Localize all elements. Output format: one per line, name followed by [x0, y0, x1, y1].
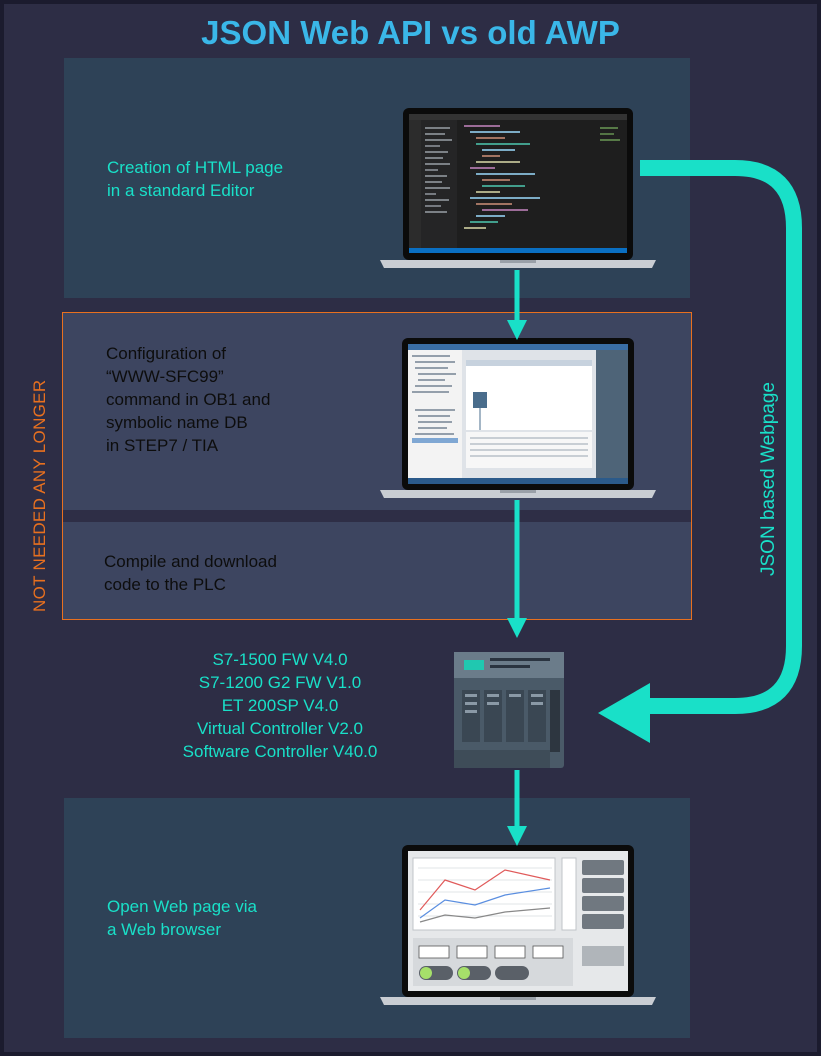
step-line: command in OB1 and	[106, 390, 271, 409]
laptop-web-dashboard-icon	[380, 845, 656, 1005]
controller-item: Virtual Controller V2.0	[197, 719, 363, 738]
step-line: Compile and download	[104, 552, 277, 571]
json-webpage-arrow	[598, 160, 802, 743]
step-line: “WWW-SFC99”	[106, 367, 224, 386]
laptop-tia-portal-icon	[380, 338, 656, 498]
not-needed-box	[62, 312, 692, 620]
step-line: in STEP7 / TIA	[106, 436, 219, 455]
step-line: Open Web page via	[107, 897, 257, 916]
step-compile-text: Compile and download code to the PLC	[104, 550, 277, 596]
step-open-web-text: Open Web page via a Web browser	[107, 895, 257, 941]
controller-list: S7-1500 FW V4.0 S7-1200 G2 FW V1.0 ET 20…	[150, 648, 410, 763]
controller-item: S7-1500 FW V4.0	[212, 650, 348, 669]
step-panel-compile	[63, 522, 691, 619]
step-line: symbolic name DB	[106, 413, 248, 432]
step-configure-text: Configuration of “WWW-SFC99” command in …	[106, 342, 270, 457]
step-line: Configuration of	[106, 344, 227, 363]
step-line: Creation of HTML page	[107, 158, 284, 177]
laptop-code-editor-icon	[380, 108, 656, 268]
controller-item: Software Controller V40.0	[182, 742, 378, 761]
step-line: in a standard Editor	[107, 181, 255, 200]
controller-item: ET 200SP V4.0	[221, 696, 339, 715]
step-create-html-text: Creation of HTML page in a standard Edit…	[107, 156, 283, 202]
plc-controller-icon	[454, 652, 564, 768]
diagram-title: JSON Web API vs old AWP	[201, 14, 620, 51]
panel-divider	[63, 510, 691, 522]
step-line: a Web browser	[107, 920, 222, 939]
controller-item: S7-1200 G2 FW V1.0	[198, 673, 362, 692]
step-line: code to the PLC	[104, 575, 226, 594]
